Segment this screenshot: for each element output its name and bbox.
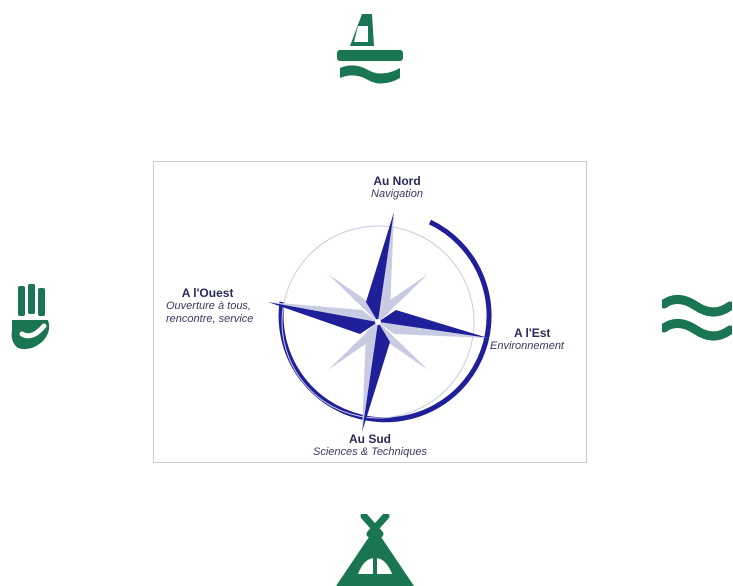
label-east-title: A l'Est: [490, 326, 564, 340]
label-west-subtitle-line2: rencontre, service: [166, 313, 253, 326]
label-west-subtitle-line1: Ouverture à tous,: [166, 300, 253, 313]
label-north: Au Nord Navigation: [371, 174, 423, 201]
label-east: A l'Est Environnement: [490, 326, 564, 353]
compass-rose-card: Au Nord Navigation Au Sud Sciences & Tec…: [153, 161, 587, 463]
raised-hand-icon: [8, 284, 56, 354]
compass-center: [375, 319, 381, 325]
label-north-subtitle: Navigation: [371, 188, 423, 201]
tent-icon: [334, 514, 416, 586]
label-south-subtitle: Sciences & Techniques: [313, 446, 427, 459]
label-north-title: Au Nord: [371, 174, 423, 188]
label-west: A l'Ouest Ouverture à tous, rencontre, s…: [166, 286, 253, 326]
label-south: Au Sud Sciences & Techniques: [313, 432, 427, 459]
label-west-title: A l'Ouest: [166, 286, 253, 300]
waves-icon: [662, 292, 732, 344]
label-south-title: Au Sud: [313, 432, 427, 446]
label-east-subtitle: Environnement: [490, 340, 564, 353]
sailboat-icon: [334, 12, 406, 90]
